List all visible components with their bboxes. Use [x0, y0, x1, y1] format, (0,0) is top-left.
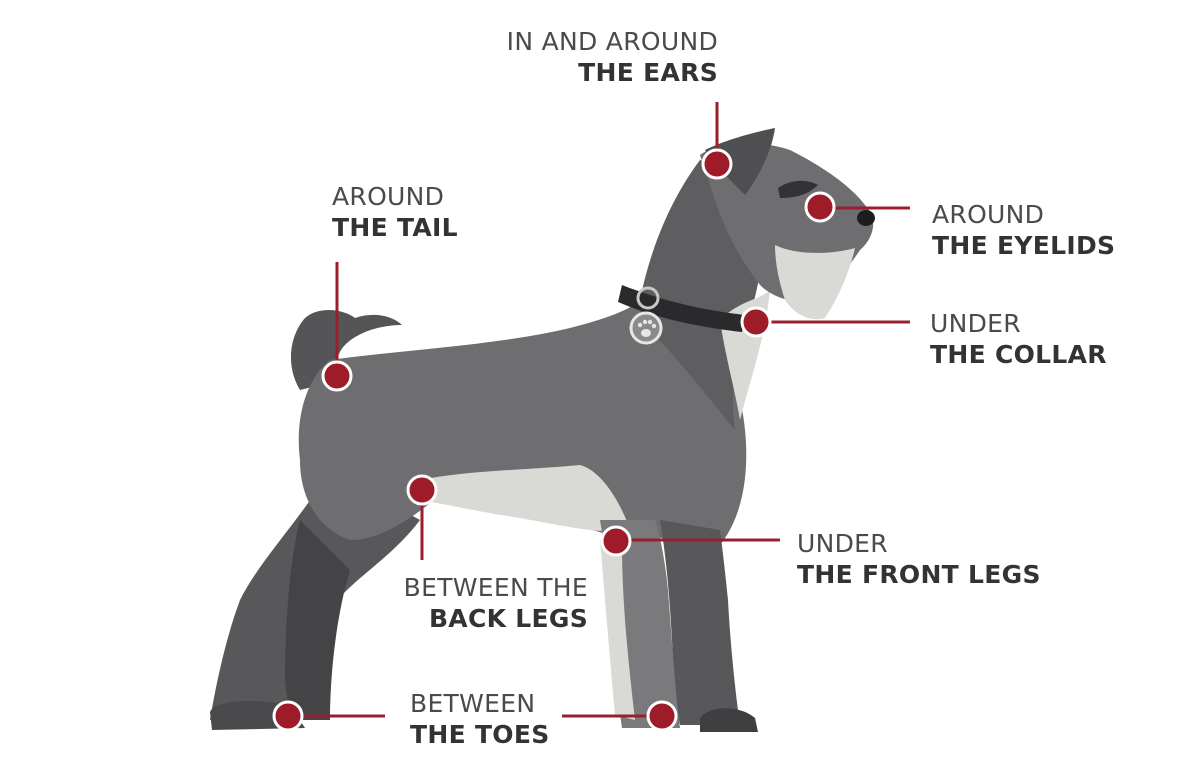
callout-toes-line1: BETWEEN — [410, 689, 536, 718]
dog-nose — [857, 210, 875, 226]
dog-belly — [420, 465, 630, 532]
dog-front-leg-fur — [600, 540, 635, 720]
callout-front-legs-line2: THE FRONT LEGS — [797, 560, 1041, 590]
marker-collar — [740, 306, 772, 338]
marker-front-legs — [600, 525, 632, 557]
callout-eyelids-line1: AROUND — [932, 200, 1045, 229]
dog-front-leg-far — [660, 520, 740, 725]
collar-tag-icon — [629, 311, 663, 345]
marker-eyelids — [804, 191, 836, 223]
callout-tail-line2: THE TAIL — [332, 213, 458, 243]
marker-ears — [701, 148, 733, 180]
marker-dots — [272, 148, 836, 732]
dog-eyebrow — [778, 180, 818, 198]
marker-tail — [321, 360, 353, 392]
callout-ears-line1: IN AND AROUND — [506, 27, 718, 56]
callout-back-legs-line2: BACK LEGS — [428, 604, 588, 634]
callout-front-legs-line1: UNDER — [797, 529, 888, 558]
paw-icon — [637, 319, 657, 337]
callout-collar-line1: UNDER — [930, 309, 1021, 338]
callout-toes-line2: THE TOES — [410, 720, 550, 750]
marker-back-legs — [406, 474, 438, 506]
callout-collar-line2: THE COLLAR — [930, 340, 1107, 370]
callout-eyelids-line2: THE EYELIDS — [932, 231, 1116, 261]
marker-toes-right — [646, 700, 678, 732]
callout-toes: BETWEEN THE TOES — [410, 688, 550, 751]
marker-toes-left — [272, 700, 304, 732]
callout-back-legs: BETWEEN THE BACK LEGS — [404, 572, 588, 635]
callout-tail: AROUND THE TAIL — [332, 181, 458, 244]
dog-tail — [290, 310, 402, 390]
dog-front-paw — [700, 708, 758, 732]
dog-collar — [618, 285, 745, 332]
callout-front-legs: UNDER THE FRONT LEGS — [797, 528, 1041, 591]
dog-ear — [705, 128, 775, 195]
callout-eyelids: AROUND THE EYELIDS — [932, 199, 1115, 262]
callout-collar: UNDER THE COLLAR — [930, 308, 1107, 371]
callout-tail-line1: AROUND — [332, 182, 445, 211]
callout-ears: IN AND AROUND THE EARS — [507, 26, 718, 89]
dog-back-leg-rear — [285, 520, 350, 720]
callout-back-legs-line1: BETWEEN THE — [403, 573, 588, 602]
callout-ears-line2: THE EARS — [578, 58, 718, 88]
dog-beard — [775, 245, 855, 320]
collar-ring — [636, 286, 660, 310]
